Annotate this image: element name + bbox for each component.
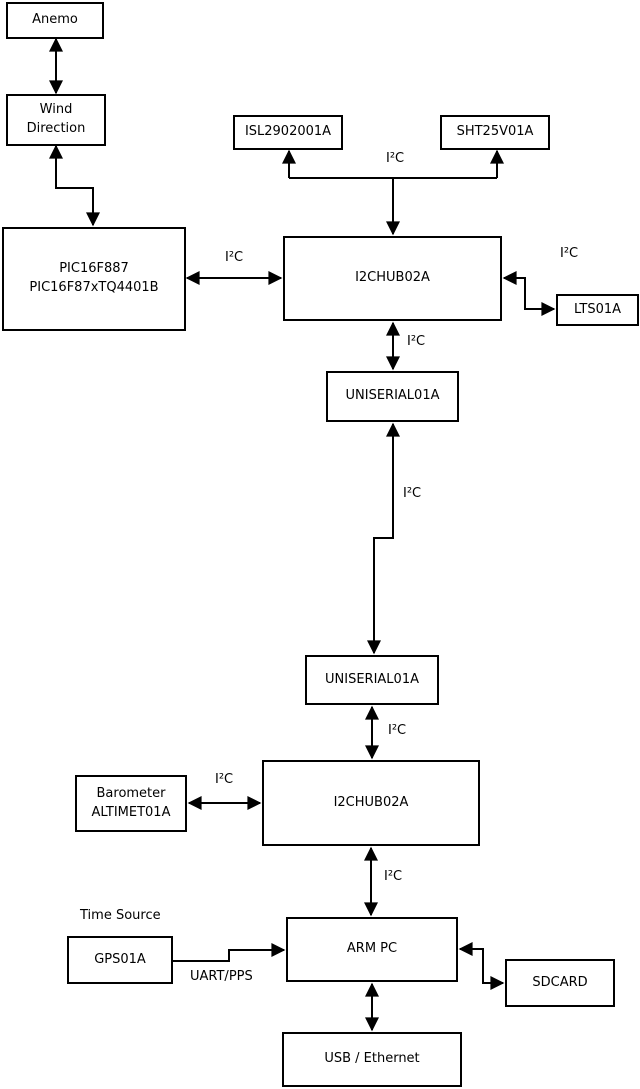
block-usb-label: USB / Ethernet — [324, 1051, 420, 1067]
block-barometer-label-line2: ALTIMET01A — [91, 804, 171, 820]
block-sht-label: SHT25V01A — [456, 124, 534, 140]
block-gps01a: GPS01A — [67, 936, 173, 984]
block-lts-label: LTS01A — [573, 301, 622, 317]
edge-label-i2c-pic-hub1: I²C — [225, 250, 244, 265]
block-sdcard-label: SDCARD — [532, 974, 588, 990]
arrow-wind-pic — [49, 144, 100, 227]
block-barometer-label-line1: Barometer — [96, 785, 166, 801]
block-gps-label: GPS01A — [94, 951, 146, 967]
block-pic-label-line1: PIC16F887 — [59, 261, 129, 277]
block-anemo-label: Anemo — [32, 12, 78, 28]
block-pic16f887: PIC16F887 PIC16F87xTQ4401B — [2, 227, 186, 331]
block-barometer-altimet01a: Barometer ALTIMET01A — [75, 775, 187, 832]
block-sdcard: SDCARD — [505, 959, 615, 1007]
block-hub1-label: I2CHUB02A — [355, 270, 430, 286]
arrow-armpc-sdcard — [458, 942, 505, 990]
arrow-hub1-lts-i2c — [502, 271, 556, 316]
block-isl-label: ISL2902001A — [244, 124, 332, 140]
block-uniserial01a-top: UNISERIAL01A — [326, 371, 459, 422]
block-arm-pc: ARM PC — [286, 917, 458, 982]
block-wind-direction: Wind Direction — [6, 94, 106, 146]
block-i2chub02a-bottom: I2CHUB02A — [262, 760, 480, 846]
block-pic-label-line2: PIC16F87xTQ4401B — [29, 280, 159, 295]
block-lts01a: LTS01A — [556, 294, 639, 326]
edge-label-i2c-hub1-lts: I²C — [560, 246, 579, 261]
label-time-source: Time Source — [80, 908, 161, 923]
edge-label-i2c-uniserial-link: I²C — [403, 486, 422, 501]
block-hub2-label: I2CHUB02A — [333, 794, 409, 810]
edge-label-i2c-hub1-uniserial1: I²C — [407, 334, 426, 349]
block-uniserial2-label: UNISERIAL01A — [325, 671, 419, 687]
block-uniserial1-label: UNISERIAL01A — [345, 388, 440, 404]
block-armpc-label: ARM PC — [346, 941, 398, 957]
block-sht25v01a: SHT25V01A — [440, 115, 550, 150]
block-wind-direction-label-line1: Wind — [39, 102, 73, 118]
block-i2chub02a-top: I2CHUB02A — [283, 236, 502, 321]
block-isl2902001a: ISL2902001A — [233, 115, 343, 150]
edge-label-i2c-sensor-branch: I²C — [386, 151, 405, 166]
edge-label-i2c-hub2-armpc: I²C — [384, 869, 403, 884]
edge-label-uart-pps: UART/PPS — [190, 969, 253, 984]
edge-label-i2c-uniserial2-hub2: I²C — [388, 723, 407, 738]
edge-label-i2c-barometer-hub2: I²C — [215, 772, 234, 787]
block-usb-ethernet: USB / Ethernet — [282, 1032, 462, 1087]
block-uniserial01a-bottom: UNISERIAL01A — [305, 655, 439, 705]
block-anemo: Anemo — [6, 2, 104, 39]
arrow-gps-armpc-uart — [173, 943, 286, 962]
arrow-uniserial1-uniserial2-i2c — [367, 422, 400, 655]
block-wind-direction-label-line2: Direction — [26, 121, 86, 136]
